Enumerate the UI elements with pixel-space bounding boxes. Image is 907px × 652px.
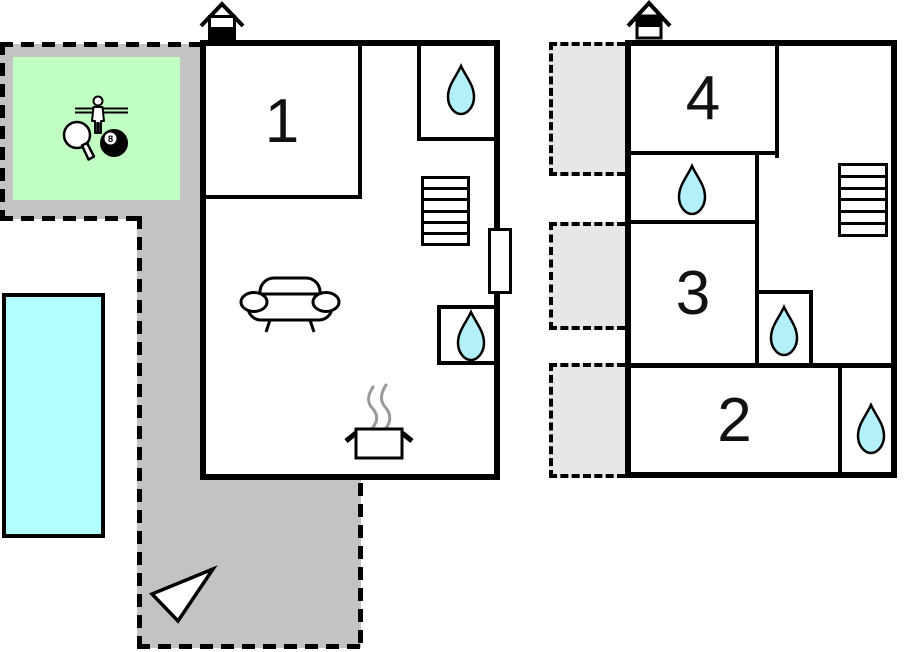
swimming-pool	[2, 293, 105, 538]
room-4-label: 4	[685, 64, 721, 133]
stair-step	[841, 178, 885, 190]
balcony	[549, 222, 625, 330]
wall	[631, 220, 759, 224]
water-drop-icon	[677, 162, 707, 216]
room-3-label: 3	[675, 259, 711, 328]
balcony	[549, 363, 625, 478]
wall	[838, 368, 842, 472]
chimney-icon	[199, 1, 245, 40]
room-1-label: 1	[264, 86, 300, 156]
steam-icon	[380, 383, 392, 430]
wall	[775, 46, 779, 158]
terrace-border	[358, 483, 363, 649]
stair-step	[424, 190, 467, 202]
wall	[358, 46, 362, 199]
wall	[755, 290, 813, 294]
terrace-border	[0, 42, 202, 47]
wall	[809, 290, 813, 368]
foosball-icon	[75, 95, 128, 134]
wall	[631, 363, 891, 368]
terrace-border	[0, 42, 5, 221]
wall	[631, 151, 779, 155]
water-drop-icon	[769, 303, 799, 357]
water-drop-icon	[446, 62, 476, 116]
terrace-border	[0, 216, 142, 221]
stair-step	[841, 201, 885, 214]
sofa-icon	[239, 276, 341, 333]
wall	[417, 137, 494, 141]
stair-step	[841, 225, 885, 234]
wall	[206, 195, 362, 199]
stair-step	[424, 235, 467, 243]
direction-arrow-icon	[148, 565, 218, 624]
table-tennis-icon	[62, 120, 96, 161]
stair-step	[841, 166, 885, 178]
stair-step	[424, 224, 467, 235]
eight-ball-number: 8	[108, 134, 113, 145]
balcony	[549, 42, 625, 176]
chimney-icon	[626, 0, 672, 40]
terrace-border	[137, 216, 142, 649]
stair-step	[841, 190, 885, 202]
billiards-ball-icon: 8	[100, 129, 128, 157]
wall	[755, 151, 759, 367]
terrace-path	[137, 219, 200, 480]
terrace-border	[137, 644, 363, 649]
wall	[417, 46, 421, 141]
steam-icon	[367, 385, 379, 429]
stairs-icon	[838, 163, 888, 237]
stair-step	[424, 213, 467, 224]
terrace-bottom	[137, 480, 361, 648]
room-2-label: 2	[717, 385, 752, 455]
cooking-pot-icon	[344, 383, 414, 460]
ground-floor-building: 1	[200, 40, 500, 480]
door-icon	[488, 228, 512, 294]
stair-step	[424, 201, 467, 213]
stairs-icon	[421, 176, 470, 246]
stair-step	[424, 179, 467, 191]
water-drop-icon	[456, 308, 486, 362]
game-icons: 8	[62, 95, 128, 161]
water-drop-icon	[856, 401, 886, 455]
upper-floor-building: 4 3 2	[625, 40, 897, 478]
stair-step	[841, 213, 885, 226]
